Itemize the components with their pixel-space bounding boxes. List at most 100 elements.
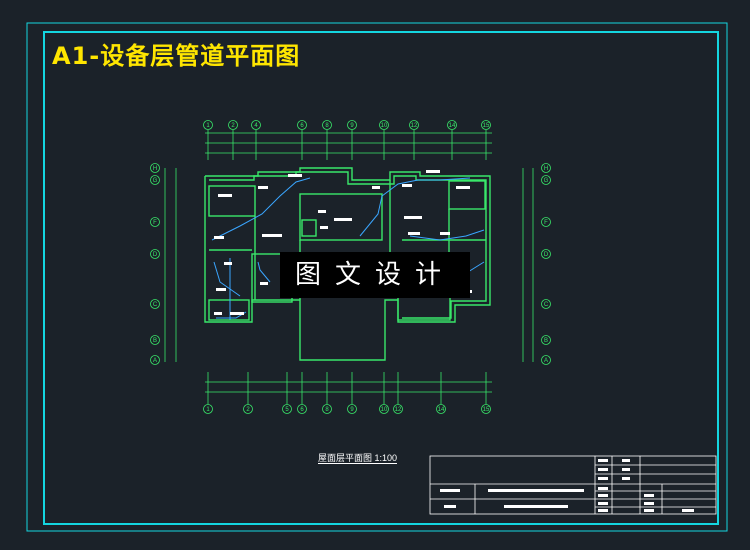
axis-top-10-circle	[379, 120, 389, 130]
axis-top-15-label: 15	[483, 123, 490, 129]
axis-left-B-circle	[150, 335, 160, 345]
axis-top-14-label: 14	[449, 123, 456, 129]
axis-bottom-5-circle	[282, 404, 292, 414]
outer-frame	[26, 22, 728, 532]
axis-left-G-label: G	[153, 178, 158, 184]
axis-right-G: G	[541, 175, 551, 185]
axis-left-G-circle	[150, 175, 160, 185]
top-dimensions	[205, 132, 492, 154]
axis-bottom-5: 5	[282, 404, 292, 414]
axis-top-12: 12	[409, 120, 419, 130]
axis-top-1-circle	[203, 120, 213, 130]
axis-bottom-12: 12	[393, 404, 403, 414]
axis-right-A: A	[541, 355, 551, 365]
axis-top-10-label: 10	[381, 123, 388, 129]
title-block-text	[440, 459, 694, 512]
watermark: 图文设计	[280, 252, 470, 298]
axis-bottom-6-label: 6	[300, 407, 304, 413]
axis-top-14: 14	[447, 120, 457, 130]
axis-top-9-circle	[347, 120, 357, 130]
axis-top-10: 10	[379, 120, 389, 130]
plan-caption-text: 屋面层平面图 1:100	[318, 453, 398, 464]
side-dimensions	[164, 168, 534, 362]
axis-bottom-12-circle	[393, 404, 403, 414]
axis-left-B-label: B	[153, 338, 157, 344]
axis-right-F: F	[541, 217, 551, 227]
axis-top-2-label: 2	[231, 123, 235, 129]
top-axis-ticks	[207, 130, 487, 160]
left-axis-bubbles: HG F D C B A	[150, 163, 160, 365]
axis-left-A-label: A	[153, 358, 157, 364]
axis-bottom-14-label: 14	[438, 407, 445, 413]
axis-bottom-8-circle	[322, 404, 332, 414]
axis-left-D-circle	[150, 249, 160, 259]
axis-left-H-label: H	[153, 166, 157, 172]
axis-top-4: 4	[251, 120, 261, 130]
axis-bottom-15-circle	[481, 404, 491, 414]
axis-right-A-label: A	[544, 358, 548, 364]
axis-bottom-14: 14	[436, 404, 446, 414]
axis-right-B-label: B	[544, 338, 548, 344]
axis-bottom-8-label: 8	[325, 407, 329, 413]
axis-top-2-circle	[228, 120, 238, 130]
axis-bottom-2: 2	[243, 404, 253, 414]
axis-top-1-label: 1	[206, 123, 210, 129]
axis-bottom-2-label: 2	[246, 407, 250, 413]
axis-left-F-label: F	[153, 220, 157, 226]
axis-top-6: 6	[297, 120, 307, 130]
axis-bottom-8: 8	[322, 404, 332, 414]
axis-top-12-label: 12	[411, 123, 418, 129]
axis-left-A-circle	[150, 355, 160, 365]
title-block	[429, 455, 717, 515]
axis-right-C-circle	[541, 299, 551, 309]
axis-top-4-circle	[251, 120, 261, 130]
axis-bottom-1-label: 1	[206, 407, 210, 413]
axis-top-8-circle	[322, 120, 332, 130]
axis-left-D: D	[150, 249, 160, 259]
axis-top-9: 9	[347, 120, 357, 130]
axis-top-15-circle	[481, 120, 491, 130]
axis-bottom-6-circle	[297, 404, 307, 414]
axis-left-D-label: D	[153, 252, 158, 258]
axis-top-8: 8	[322, 120, 332, 130]
axis-left-C: C	[150, 299, 160, 309]
axis-bottom-5-label: 5	[285, 407, 289, 413]
axis-right-D-label: D	[544, 252, 549, 258]
bottom-dimensions	[205, 381, 492, 393]
axis-top-6-circle	[297, 120, 307, 130]
axis-left-B: B	[150, 335, 160, 345]
axis-right-H-circle	[541, 163, 551, 173]
axis-bottom-15: 15	[481, 404, 491, 414]
axis-top-8-label: 8	[325, 123, 329, 129]
axis-right-H: H	[541, 163, 551, 173]
axis-top-14-circle	[447, 120, 457, 130]
axis-bottom-9-label: 9	[350, 407, 354, 413]
axis-bottom-9-circle	[347, 404, 357, 414]
bottom-axis-ticks	[207, 372, 487, 404]
axis-bottom-10-circle	[379, 404, 389, 414]
axis-top-9-label: 9	[350, 123, 354, 129]
right-axis-bubbles: HG F D C B A	[541, 163, 551, 365]
axis-top-4-label: 4	[254, 123, 258, 129]
axis-left-H: H	[150, 163, 160, 173]
pipe-runs	[211, 177, 485, 320]
axis-left-F: F	[150, 217, 160, 227]
axis-left-C-label: C	[153, 302, 158, 308]
drawing-title: A1-设备层管道平面图	[52, 42, 301, 70]
axis-right-B-circle	[541, 335, 551, 345]
axis-left-C-circle	[150, 299, 160, 309]
axis-top-6-label: 6	[300, 123, 304, 129]
axis-top-1: 1	[203, 120, 213, 130]
axis-bottom-2-circle	[243, 404, 253, 414]
axis-bottom-10: 10	[379, 404, 389, 414]
axis-bottom-12-label: 12	[395, 407, 402, 413]
axis-right-D: D	[541, 249, 551, 259]
axis-right-C-label: C	[544, 302, 549, 308]
axis-right-F-label: F	[544, 220, 548, 226]
axis-bottom-15-label: 15	[483, 407, 490, 413]
axis-left-A: A	[150, 355, 160, 365]
axis-left-H-circle	[150, 163, 160, 173]
